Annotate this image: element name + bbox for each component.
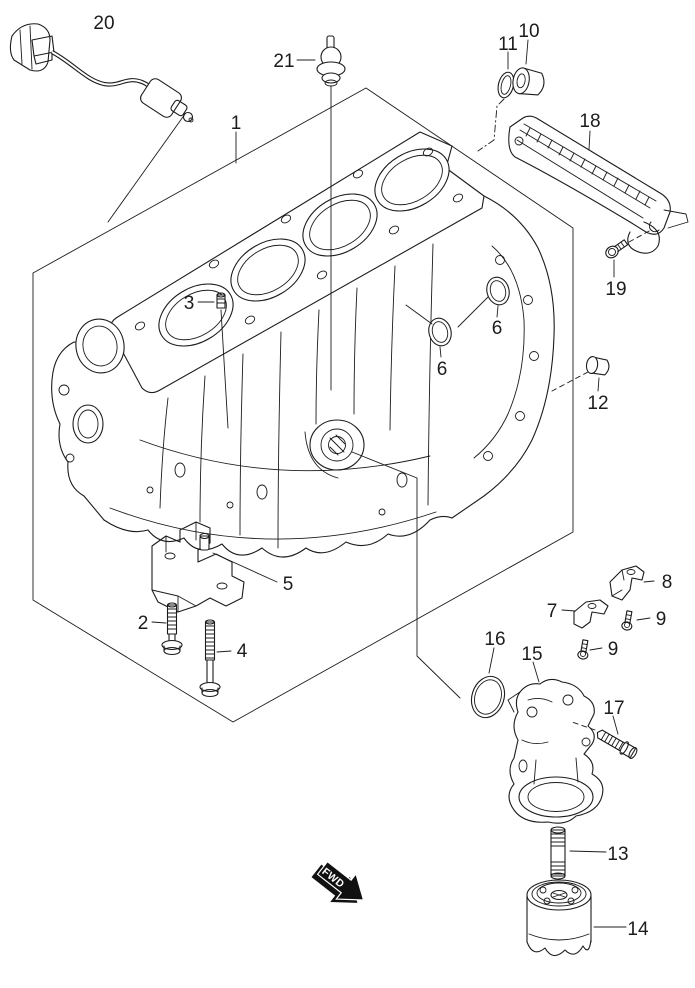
part-17-bolt <box>571 715 638 759</box>
callout-19: 19 <box>605 279 626 300</box>
leader-13 <box>569 850 607 853</box>
leader-17 <box>612 715 619 735</box>
leader-8 <box>643 580 655 583</box>
leader-9-lower <box>589 647 603 651</box>
callout-5: 5 <box>283 574 294 595</box>
callout-16: 16 <box>484 629 505 650</box>
callout-3: 3 <box>184 293 195 314</box>
part-20-sensor-with-harness <box>9 23 194 223</box>
callout-9-lower: 9 <box>608 639 619 660</box>
part-6-o-ring-upper <box>457 276 510 328</box>
callout-4: 4 <box>237 641 248 662</box>
callout-12: 12 <box>587 393 608 414</box>
callout-21: 21 <box>273 51 294 72</box>
part-12-plug <box>551 356 610 392</box>
engine-block <box>51 131 555 558</box>
callout-10: 10 <box>518 21 539 42</box>
plate-hatching <box>525 127 650 206</box>
part-4-bolt <box>199 619 232 698</box>
leader-2 <box>151 621 167 624</box>
block-skirt <box>103 515 453 558</box>
callout-13: 13 <box>607 844 628 865</box>
part-21-oil-pressure-switch <box>296 35 346 391</box>
part-9-bolt-upper <box>621 610 651 631</box>
part-13-stud <box>550 826 607 880</box>
wire <box>50 50 158 96</box>
callout-6-lower: 6 <box>437 359 448 380</box>
callout-8: 8 <box>662 572 673 593</box>
callout-18: 18 <box>579 111 600 132</box>
leader-7 <box>561 609 576 612</box>
leader-12 <box>597 377 600 392</box>
leader-16 <box>488 647 495 674</box>
part-14-oil-filter <box>526 879 627 957</box>
callout-1: 1 <box>231 113 242 134</box>
clip <box>648 221 660 233</box>
leader-20 <box>107 113 186 223</box>
callout-20: 20 <box>93 13 114 34</box>
leader-15 <box>532 661 540 683</box>
callout-labels: 20 21 1 10 11 18 19 3 6 6 12 5 2 4 8 7 9… <box>93 13 672 940</box>
part-7-bracket <box>561 599 609 629</box>
block-front-ribs <box>139 243 434 549</box>
callout-2: 2 <box>138 613 149 634</box>
part-9-bolt-lower <box>577 639 603 660</box>
callout-6-upper: 6 <box>492 318 503 339</box>
callout-14: 14 <box>627 919 649 940</box>
leader-6-lower <box>439 346 442 358</box>
leader-18 <box>588 130 591 151</box>
callout-11: 11 <box>498 34 518 55</box>
part-2-bolt <box>151 602 183 656</box>
part-3-pin <box>197 292 229 429</box>
part-5-bracket <box>151 521 278 613</box>
deck-bolt-holes <box>134 147 464 331</box>
locator-11 <box>477 98 505 152</box>
part-8-bracket <box>609 565 655 601</box>
callout-15: 15 <box>521 644 542 665</box>
block-right-face <box>451 195 555 519</box>
fwd-arrow: FWD <box>311 860 365 903</box>
connector <box>9 23 51 72</box>
part-19-bolt <box>605 229 652 278</box>
callout-9-upper: 9 <box>656 609 667 630</box>
leader-5 <box>212 552 278 583</box>
crankshaft-bore <box>304 419 365 479</box>
cylinder-bores <box>158 148 450 347</box>
leader-9-upper <box>636 617 651 621</box>
part-10-plug <box>512 67 545 96</box>
callout-7: 7 <box>547 601 558 622</box>
part-18-cover-plate <box>508 115 689 254</box>
part-16-o-ring <box>470 647 506 719</box>
block-bounding-box <box>32 87 574 723</box>
leader-10 <box>525 39 529 65</box>
leader-4 <box>216 650 232 653</box>
block-left-face <box>51 318 125 521</box>
part-11-o-ring <box>477 51 515 152</box>
part-6-o-ring-lower <box>405 304 452 358</box>
leader-block-to-pump <box>351 451 461 699</box>
leader-6-upper <box>496 305 499 318</box>
callout-17: 17 <box>603 698 624 719</box>
part-15-oil-pump <box>507 661 604 824</box>
